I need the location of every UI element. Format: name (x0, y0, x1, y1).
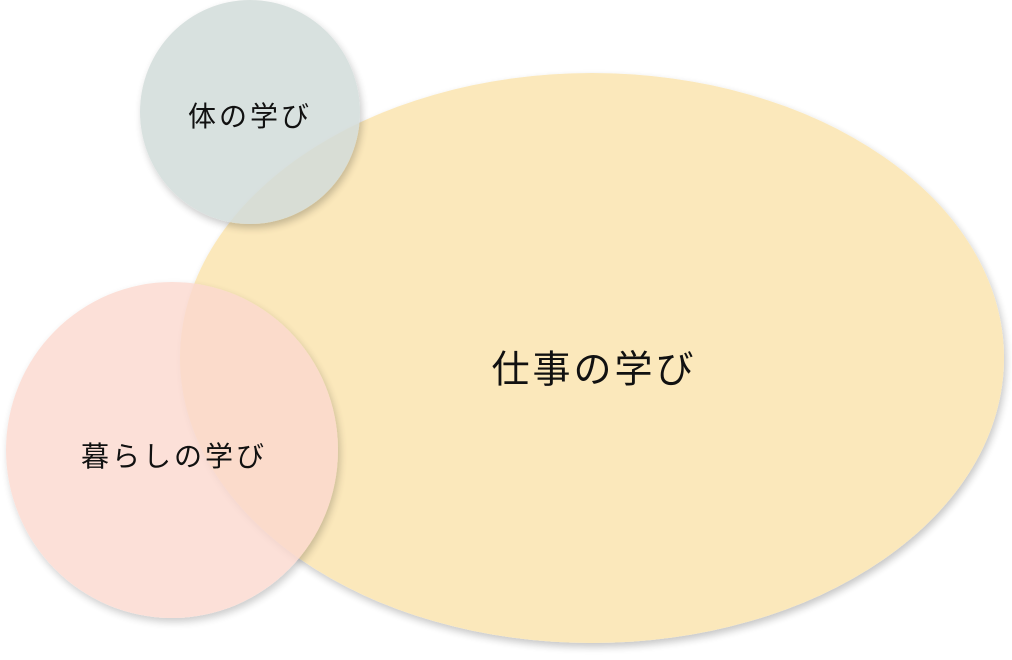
body-learning-label: 体の学び (187, 100, 313, 133)
life-learning-circle (6, 282, 338, 618)
body-learning-circle (140, 0, 360, 224)
work-learning-label: 仕事の学び (491, 347, 697, 392)
life-learning-label: 暮らしの学び (80, 440, 268, 473)
work-learning-ellipse (180, 73, 1004, 643)
